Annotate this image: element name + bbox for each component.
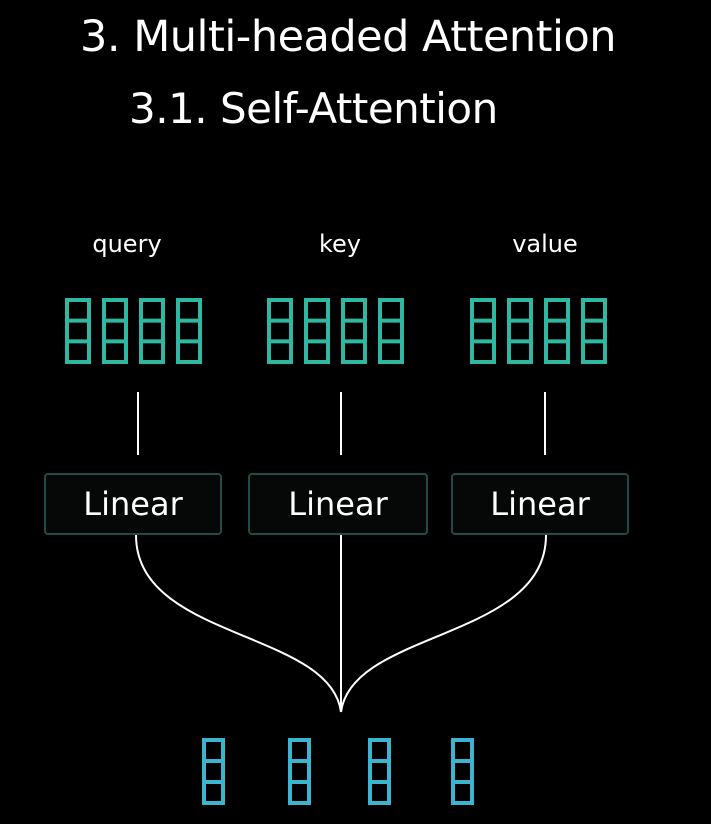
key-linear-layer: Linear [248, 473, 428, 535]
output-vector [368, 738, 391, 805]
linear-label: Linear [490, 485, 590, 523]
value-merge-curve [340, 534, 547, 713]
query-merge-curve [135, 534, 342, 713]
output-vectors [202, 738, 474, 805]
input-vector [176, 298, 202, 364]
value-label: value [512, 230, 578, 258]
input-vector [267, 298, 293, 364]
value-linear-layer: Linear [451, 473, 629, 535]
output-vector [451, 738, 474, 805]
linear-label: Linear [288, 485, 388, 523]
slide-subtitle: 3.1. Self-Attention [129, 84, 498, 133]
input-vector [544, 298, 570, 364]
slide-title: 3. Multi-headed Attention [80, 12, 617, 62]
input-vector [304, 298, 330, 364]
input-vector [507, 298, 533, 364]
input-vector [378, 298, 404, 364]
input-vector [470, 298, 496, 364]
query-label: query [92, 230, 162, 258]
input-vector [581, 298, 607, 364]
input-vector [102, 298, 128, 364]
input-vector [341, 298, 367, 364]
linear-label: Linear [83, 485, 183, 523]
key-label: key [318, 230, 361, 258]
output-vector [202, 738, 225, 805]
output-vector [288, 738, 311, 805]
input-vector [139, 298, 165, 364]
input-vectors [65, 298, 607, 364]
connectors [135, 392, 547, 713]
query-linear-layer: Linear [44, 473, 222, 535]
input-vector [65, 298, 91, 364]
